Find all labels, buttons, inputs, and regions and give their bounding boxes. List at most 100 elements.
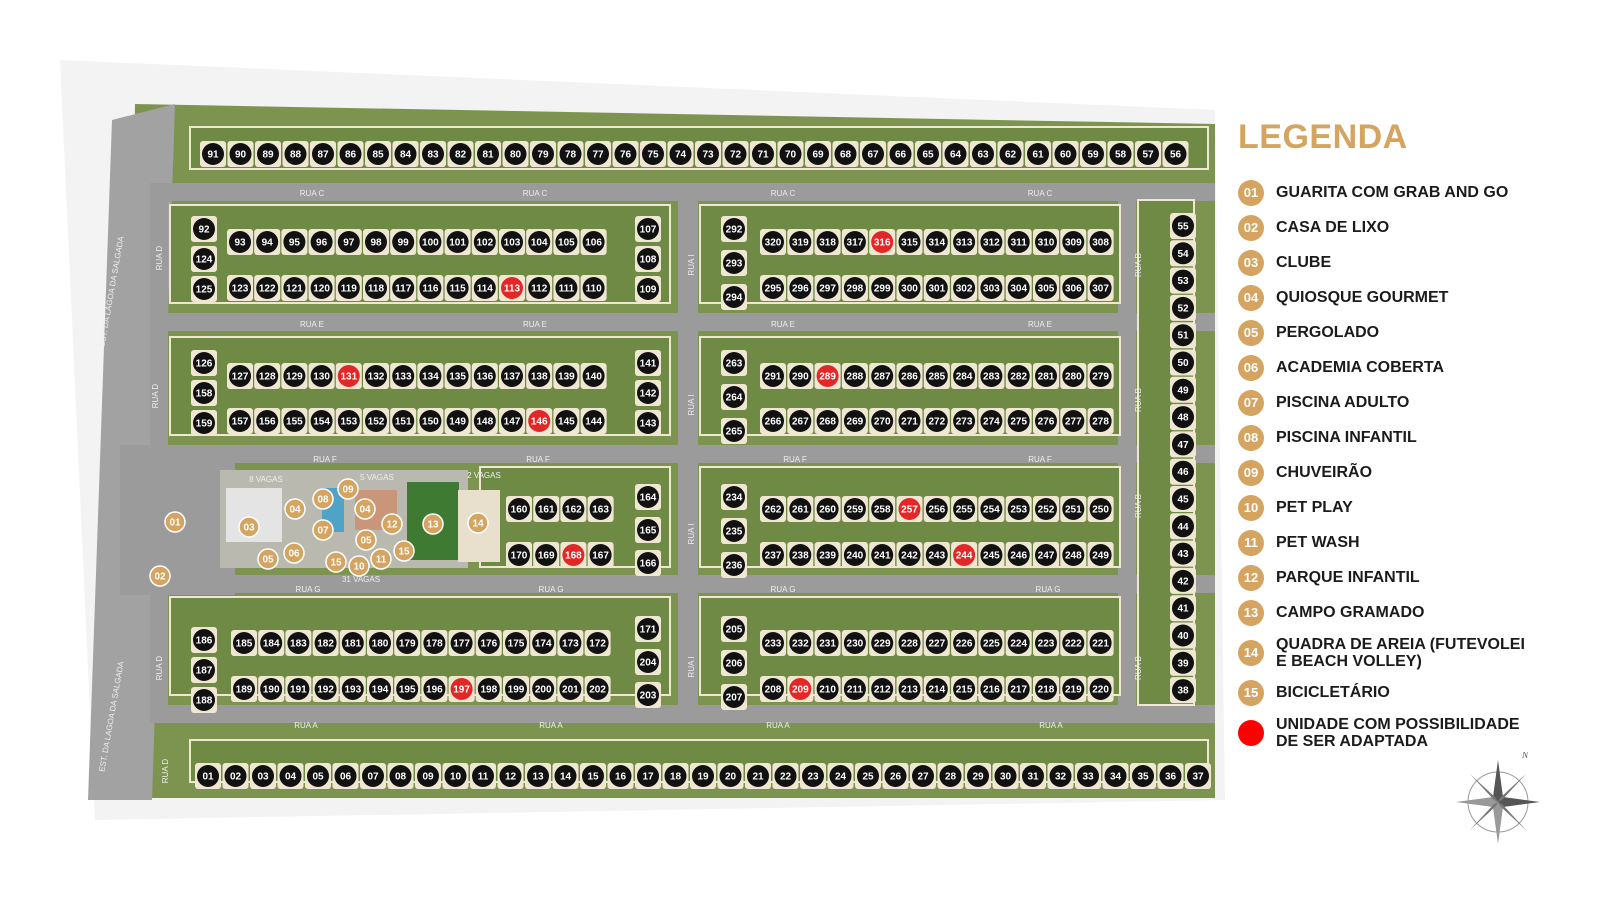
lot-number: 274 [983, 417, 1000, 428]
lot-286: 286 [896, 363, 923, 389]
lot-191: 191 [285, 676, 312, 702]
lot-number: 281 [1038, 372, 1055, 383]
lot-111: 111 [553, 275, 580, 301]
lot-number: 168 [565, 551, 582, 562]
lot-marker [898, 544, 921, 566]
lot-marker [535, 498, 558, 520]
amenity-marker-12: 12 [381, 513, 403, 535]
lot-number: 42 [1177, 576, 1189, 587]
lot-marker [843, 498, 866, 520]
lot-302: 302 [951, 275, 978, 301]
lot-number: 193 [344, 685, 361, 696]
lot-number: 148 [476, 417, 493, 428]
lot-marker [586, 678, 609, 700]
lot-143: 143 [635, 410, 661, 436]
lot-marker [953, 632, 976, 654]
lot-marker [642, 143, 664, 165]
lot-marker [1022, 765, 1044, 787]
lot-marker [762, 498, 784, 520]
lot-marker [609, 765, 632, 787]
lot-number: 30 [1000, 772, 1012, 783]
lot-number: 58 [1115, 150, 1127, 161]
lot-marker [501, 410, 523, 432]
lot-number: 203 [640, 691, 657, 702]
lot-marker [925, 632, 948, 654]
lot-number: 07 [367, 772, 379, 783]
compass-north: N [1521, 752, 1529, 760]
lot-number: 129 [286, 372, 303, 383]
lot-42: 42 [1170, 567, 1196, 594]
road-label: RUA G [771, 585, 796, 594]
lot-marker [980, 231, 1003, 253]
lot-109: 109 [635, 276, 661, 302]
lot-marker [1007, 365, 1030, 387]
legend-label: PARQUE INFANTIL [1276, 569, 1420, 586]
lot-120: 120 [308, 275, 335, 301]
lot-marker [752, 143, 774, 165]
lot-93: 93 [227, 229, 253, 255]
lot-number: 32 [1055, 772, 1067, 783]
amenity-dot [312, 519, 334, 541]
lot-number: 124 [196, 255, 213, 266]
lot-258: 258 [869, 496, 896, 522]
lot-marker [925, 498, 948, 520]
road-label: RUA D [155, 656, 164, 681]
lot-37: 37 [1185, 763, 1211, 789]
lot-207: 207 [721, 684, 747, 710]
lot-marker [419, 231, 442, 253]
legend-badge: 13 [1238, 599, 1264, 626]
lot-marker [229, 277, 251, 299]
lot-277: 277 [1060, 408, 1087, 434]
lot-number: 207 [726, 693, 743, 704]
lot-marker [193, 659, 215, 681]
lot-number: 156 [259, 417, 276, 428]
lot-number: 115 [450, 284, 467, 295]
lot-number: 73 [702, 150, 714, 161]
lot-number: 141 [640, 359, 657, 370]
lot-35: 35 [1130, 763, 1156, 789]
lot-number: 87 [317, 150, 329, 161]
lot-marker [1172, 542, 1194, 565]
lot-marker [310, 277, 333, 299]
lot-marker [1035, 632, 1057, 654]
lot-number: 287 [874, 372, 891, 383]
amenity-number: 06 [288, 549, 300, 560]
lot-number: 294 [726, 293, 743, 304]
lot-marker [953, 231, 976, 253]
amenity-number: 05 [262, 555, 274, 566]
amenity-marker-07: 07 [312, 519, 334, 541]
lot-223: 223 [1033, 630, 1059, 656]
lot-number: 233 [765, 639, 782, 650]
lot-number: 101 [449, 238, 466, 249]
lot-253: 253 [1005, 496, 1032, 522]
lot-marker [816, 365, 839, 387]
lot-marker [939, 765, 962, 787]
lot-number: 119 [341, 284, 358, 295]
lot-40: 40 [1170, 622, 1196, 649]
lot-123: 123 [227, 275, 253, 301]
lot-177: 177 [448, 630, 475, 656]
lot-303: 303 [978, 275, 1005, 301]
lot-number: 225 [983, 639, 1000, 650]
lot-marker [972, 143, 994, 165]
road-label: RUA A [1039, 721, 1063, 730]
lot-number: 155 [286, 417, 303, 428]
lot-number: 198 [480, 685, 497, 696]
lot-marker [1089, 231, 1112, 253]
lot-number: 286 [901, 372, 918, 383]
lot-number: 295 [765, 284, 782, 295]
lot-292: 292 [721, 216, 747, 242]
lot-20: 20 [717, 763, 744, 789]
road-label: RUA G [296, 585, 321, 594]
lot-266: 266 [760, 408, 786, 434]
lot-marker [889, 143, 912, 165]
lot-marker [871, 632, 894, 654]
lot-75: 75 [640, 141, 666, 167]
lot-marker [816, 498, 839, 520]
lot-marker [197, 765, 219, 787]
lot-marker [980, 544, 1003, 566]
lot-number: 126 [196, 359, 213, 370]
lot-marker [394, 143, 417, 165]
lot-130: 130 [308, 363, 335, 389]
lot-number: 23 [807, 772, 819, 783]
